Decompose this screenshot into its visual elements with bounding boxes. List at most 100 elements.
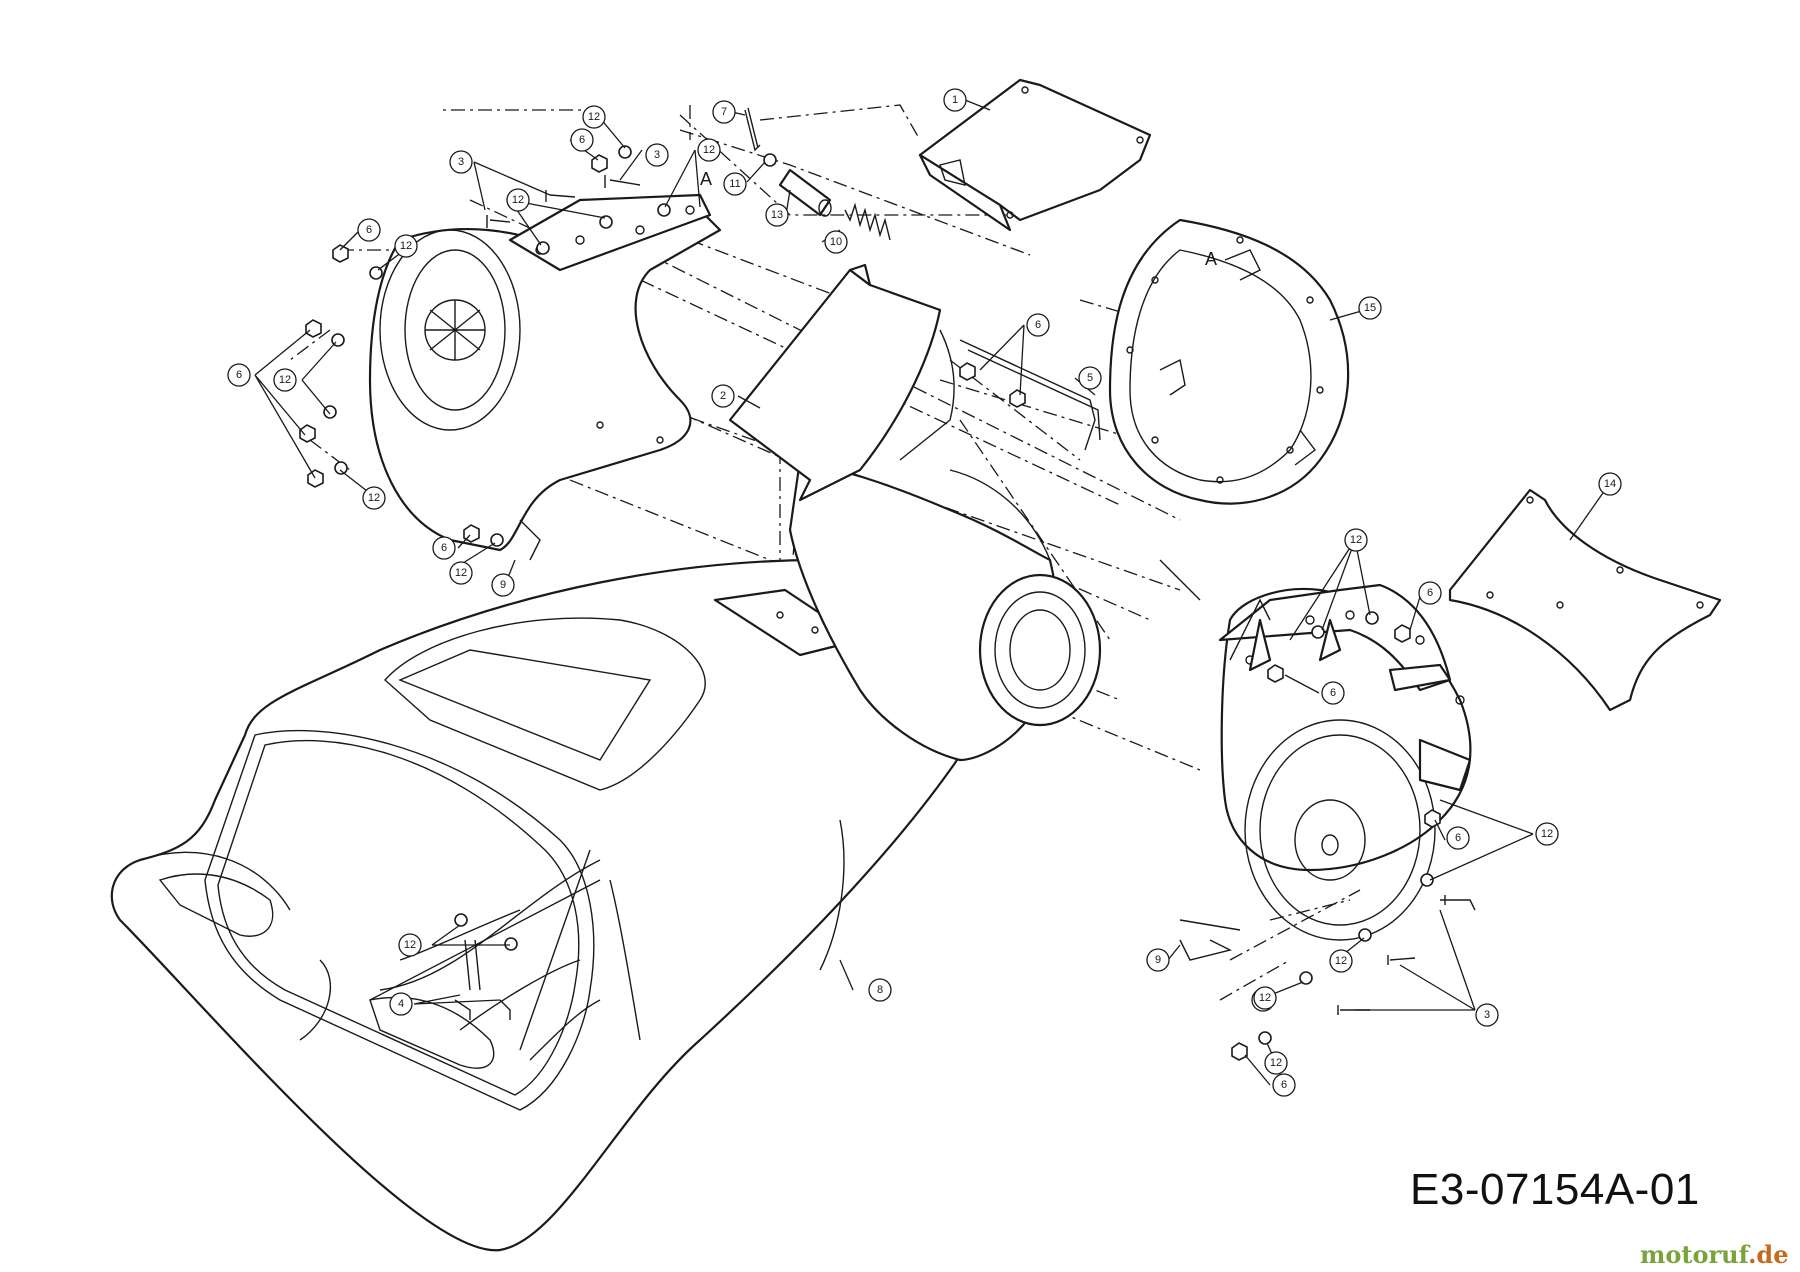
callout-label: 9 bbox=[500, 579, 506, 591]
callout-label: 9 bbox=[1155, 954, 1161, 966]
callout-bubble bbox=[227, 363, 251, 387]
callout-6: 6 bbox=[227, 363, 251, 387]
callout-bubble bbox=[1272, 1073, 1296, 1097]
callout-bubble bbox=[491, 573, 515, 597]
callout-12: 12 bbox=[1344, 528, 1368, 552]
washer-icon bbox=[1358, 928, 1372, 942]
nut-icon bbox=[1267, 664, 1284, 683]
callout-bubble bbox=[868, 978, 892, 1002]
callout-label: 7 bbox=[721, 106, 727, 118]
left-spout-housing: A bbox=[368, 169, 722, 561]
callout-4: 4 bbox=[389, 992, 413, 1016]
callout-3: 3 bbox=[1475, 1003, 1499, 1027]
chute-body bbox=[788, 458, 1102, 762]
callout-6: 6 bbox=[357, 218, 381, 242]
washer-icon bbox=[1420, 873, 1434, 887]
callout-13: 13 bbox=[765, 203, 789, 227]
nut-icon bbox=[305, 319, 322, 338]
callout-10: 10 bbox=[824, 230, 848, 254]
callout-12: 12 bbox=[1253, 986, 1277, 1010]
callout-bubble bbox=[712, 100, 736, 124]
callout-label: 12 bbox=[455, 567, 467, 579]
callout-8: 8 bbox=[868, 978, 892, 1002]
callout-bubble bbox=[362, 486, 386, 510]
callout-bubble bbox=[1475, 1003, 1499, 1027]
callout-5: 5 bbox=[1078, 366, 1102, 390]
washer-icon bbox=[1311, 625, 1325, 639]
bolt-icon bbox=[454, 999, 471, 1020]
callout-bubble bbox=[273, 368, 297, 392]
callout-label: 3 bbox=[1484, 1009, 1490, 1021]
callout-label: 12 bbox=[1541, 828, 1553, 840]
bolt-icon bbox=[486, 215, 511, 228]
callout-bubble bbox=[1026, 313, 1050, 337]
bolt-icon bbox=[464, 939, 481, 991]
callout-12: 12 bbox=[449, 561, 473, 585]
callout-12: 12 bbox=[394, 234, 418, 258]
deflector-part-2 bbox=[728, 263, 955, 502]
callout-label: 12 bbox=[512, 194, 524, 206]
nut-icon bbox=[1009, 389, 1026, 408]
callout-label: 2 bbox=[720, 390, 726, 402]
callout-label: 6 bbox=[1330, 687, 1336, 699]
washer-icon bbox=[618, 145, 632, 159]
callout-label: 6 bbox=[441, 542, 447, 554]
callout-label: 12 bbox=[400, 240, 412, 252]
callout-bubble bbox=[1146, 948, 1170, 972]
nut-icon bbox=[959, 362, 976, 381]
shield-part-14 bbox=[1448, 488, 1722, 712]
callout-bubble bbox=[723, 172, 747, 196]
callout-12: 12 bbox=[1329, 949, 1353, 973]
handle-bracket-part-1 bbox=[918, 78, 1152, 232]
callout-label: 14 bbox=[1604, 478, 1616, 490]
watermark-text: motoruf bbox=[1640, 1240, 1749, 1269]
callout-bubble bbox=[1329, 949, 1353, 973]
spring-part-10 bbox=[844, 202, 891, 241]
callout-label: 12 bbox=[588, 111, 600, 123]
callout-label: 12 bbox=[368, 492, 380, 504]
callout-label: 13 bbox=[771, 209, 783, 221]
callout-bubble bbox=[1344, 528, 1368, 552]
pin-end-icon bbox=[818, 199, 832, 217]
bolt-icon bbox=[604, 175, 641, 188]
right-spout-housing bbox=[1159, 559, 1472, 961]
callout-12: 12 bbox=[697, 138, 721, 162]
callout-bubble bbox=[506, 188, 530, 212]
callout-6: 6 bbox=[1321, 681, 1345, 705]
callout-label: 6 bbox=[579, 134, 585, 146]
rod-part-5 bbox=[959, 339, 1101, 451]
callout-bubble bbox=[1418, 581, 1442, 605]
callout-6: 6 bbox=[1272, 1073, 1296, 1097]
nut-icon bbox=[591, 154, 608, 173]
callout-3: 3 bbox=[645, 143, 669, 167]
callout-6: 6 bbox=[1446, 826, 1470, 850]
callout-bubble bbox=[765, 203, 789, 227]
callout-15: 15 bbox=[1358, 296, 1382, 320]
callout-bubble bbox=[1358, 296, 1382, 320]
callout-label: 3 bbox=[654, 149, 660, 161]
washer-icon bbox=[536, 241, 550, 255]
callout-bubble bbox=[697, 138, 721, 162]
callout-12: 12 bbox=[362, 486, 386, 510]
washer-icon bbox=[1365, 611, 1379, 625]
callout-bubble bbox=[711, 384, 735, 408]
callout-label: 12 bbox=[404, 939, 416, 951]
pin-part-13 bbox=[778, 168, 832, 217]
callout-label: 12 bbox=[1270, 1057, 1282, 1069]
callout-14: 14 bbox=[1598, 472, 1622, 496]
callout-12: 12 bbox=[398, 933, 422, 957]
callout-12: 12 bbox=[273, 368, 297, 392]
callout-1: 1 bbox=[943, 88, 967, 112]
nut-icon bbox=[1394, 624, 1411, 643]
callout-bubble bbox=[570, 128, 594, 152]
nut-icon bbox=[1231, 1042, 1248, 1061]
small-hardware bbox=[299, 107, 1476, 1061]
callout-label: 10 bbox=[830, 236, 842, 248]
ring-part-15: A bbox=[1108, 218, 1350, 505]
callout-12: 12 bbox=[506, 188, 530, 212]
callout-label: 12 bbox=[703, 144, 715, 156]
callout-bubble bbox=[1321, 681, 1345, 705]
callout-label: 8 bbox=[877, 984, 883, 996]
callout-label: 6 bbox=[236, 369, 242, 381]
